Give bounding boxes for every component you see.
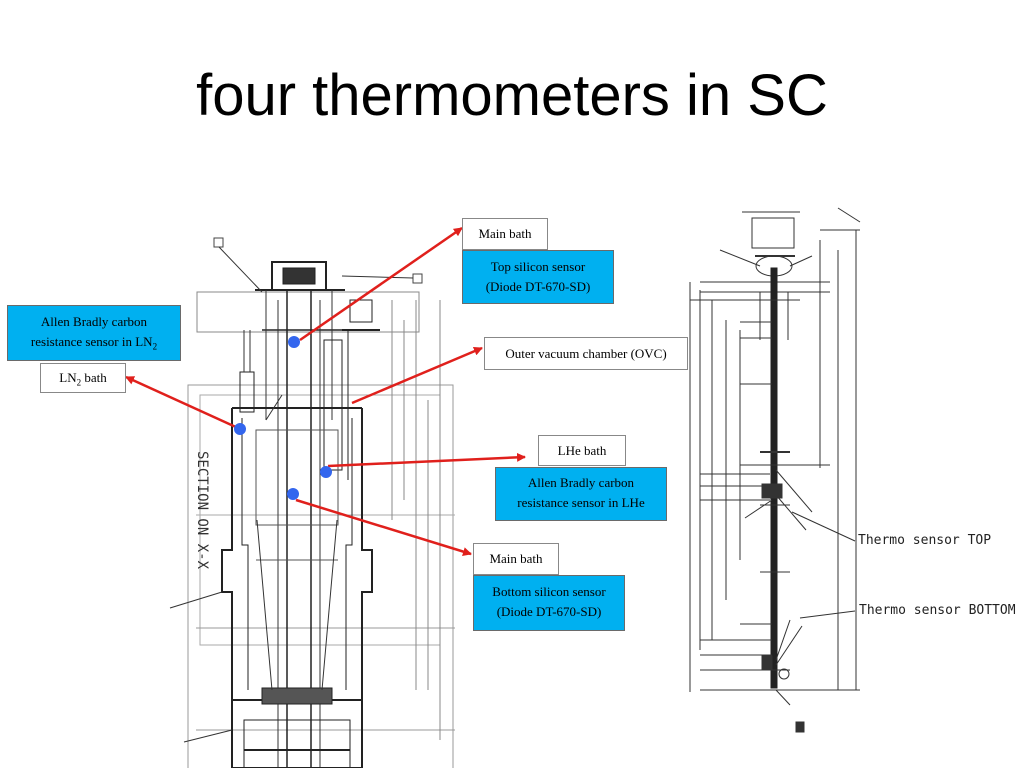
allen-lhe-box: Allen Bradly carbon resistance sensor in… bbox=[495, 467, 667, 521]
slide-title: four thermometers in SC bbox=[196, 63, 828, 128]
bottom-silicon-sensor-box: Bottom silicon sensor (Diode DT-670-SD) bbox=[473, 575, 625, 631]
ovc-label: Outer vacuum chamber (OVC) bbox=[505, 346, 667, 361]
arrow-ln2-bath bbox=[125, 375, 239, 430]
lhe-bath-label: LHe bath bbox=[557, 443, 607, 458]
arrow-main-bath-bottom bbox=[295, 498, 472, 556]
bottom-silicon-sensor-line2: (Diode DT-670-SD) bbox=[496, 604, 602, 619]
section-label: SECTION ON X-X bbox=[194, 451, 210, 570]
top-silicon-sensor-box: Top silicon sensor (Diode DT-670-SD) bbox=[462, 250, 614, 304]
arrow-ovc bbox=[351, 346, 483, 405]
allen-lhe-line1: Allen Bradly carbon bbox=[527, 475, 635, 490]
sensor-dot-allen-lhe bbox=[320, 466, 332, 478]
allen-lhe-line2: resistance sensor in LHe bbox=[517, 495, 645, 510]
ovc-box: Outer vacuum chamber (OVC) bbox=[484, 337, 688, 370]
lhe-bath-box: LHe bath bbox=[538, 435, 626, 466]
allen-ln2-subscript: 2 bbox=[152, 341, 158, 352]
ln2-bath-subscript: 2 bbox=[76, 377, 82, 388]
probe-drawing bbox=[689, 207, 861, 733]
main-bath-top-box: Main bath bbox=[462, 218, 548, 250]
bottom-silicon-sensor-line1: Bottom silicon sensor bbox=[492, 584, 606, 599]
cryostat-section-drawing bbox=[169, 237, 455, 768]
ln2-bath-prefix: LN bbox=[59, 370, 77, 385]
sensor-dot-bottom-silicon bbox=[287, 488, 299, 500]
top-silicon-sensor-line2: (Diode DT-670-SD) bbox=[485, 279, 591, 294]
arrow-main-bath-top bbox=[299, 226, 463, 342]
main-bath-top-label: Main bath bbox=[478, 226, 532, 241]
thermo-sensor-top-label: Thermo sensor TOP bbox=[858, 533, 992, 548]
arrows bbox=[125, 226, 526, 556]
sensor-dot-top-silicon bbox=[288, 336, 300, 348]
arrow-lhe-bath bbox=[327, 452, 526, 468]
main-bath-bottom-label: Main bath bbox=[489, 551, 543, 566]
thermo-sensor-bottom-label: Thermo sensor BOTTOM bbox=[859, 603, 1016, 618]
ln2-bath-suffix: bath bbox=[81, 370, 107, 385]
ln2-bath-box: LN2 bath bbox=[40, 363, 126, 393]
sensor-dots bbox=[234, 336, 332, 500]
sensor-dot-allen-ln2 bbox=[234, 423, 246, 435]
allen-ln2-box: Allen Bradly carbon resistance sensor in… bbox=[7, 305, 181, 361]
allen-ln2-line1: Allen Bradly carbon bbox=[40, 314, 148, 329]
allen-ln2-line2: resistance sensor in LN bbox=[30, 334, 153, 349]
top-silicon-sensor-line1: Top silicon sensor bbox=[490, 259, 586, 274]
main-bath-bottom-box: Main bath bbox=[473, 543, 559, 575]
